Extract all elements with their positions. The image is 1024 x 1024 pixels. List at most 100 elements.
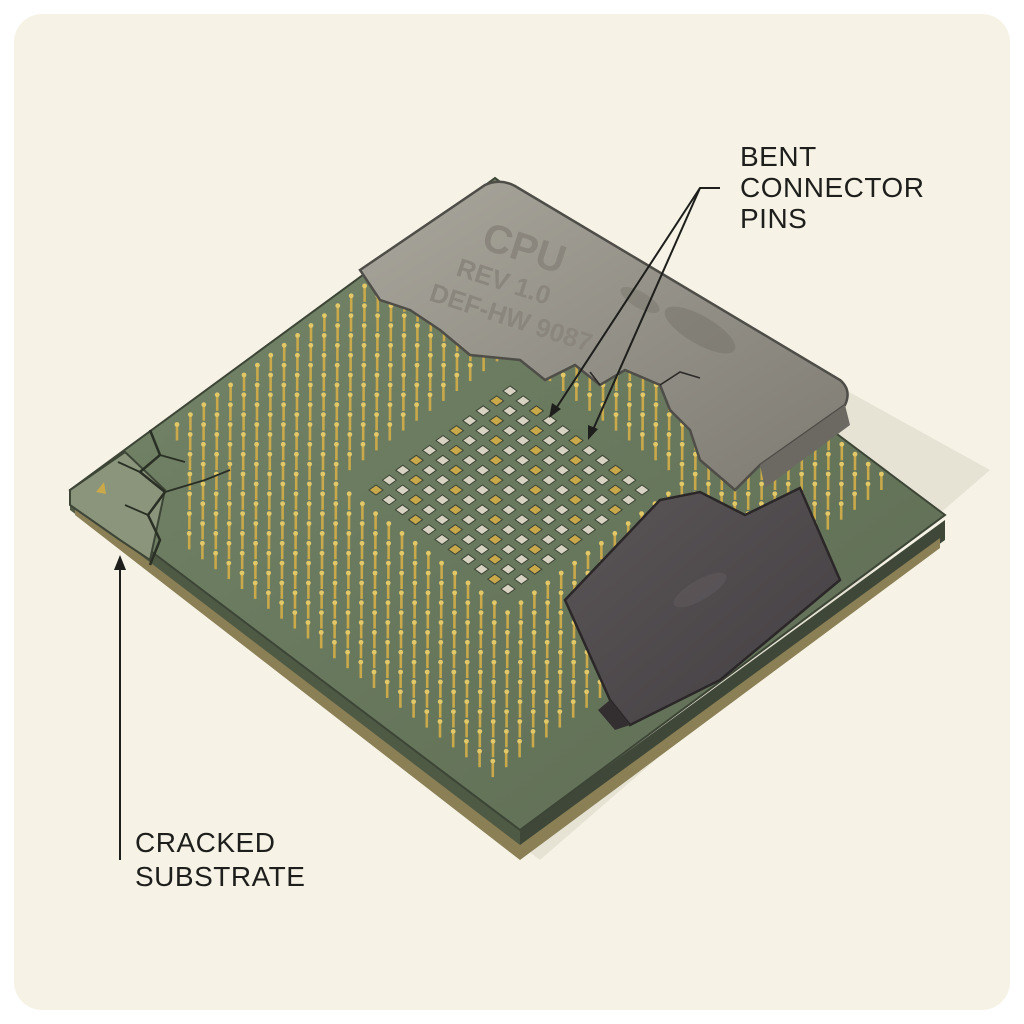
connector-pin-head — [345, 610, 351, 615]
connector-pin-head — [335, 323, 340, 328]
connector-pin-head — [332, 620, 337, 625]
center-pad — [461, 454, 478, 466]
connector-pin-head — [441, 362, 446, 368]
connector-pin-head — [187, 491, 193, 497]
center-pad — [541, 474, 557, 486]
connector-pin-head — [241, 392, 247, 398]
center-pad — [475, 424, 491, 437]
connector-pin-head — [478, 649, 483, 655]
center-pad — [421, 444, 438, 457]
connector-pin-head — [570, 699, 576, 705]
connector-pin-head — [372, 610, 377, 615]
connector-pin-head — [865, 481, 871, 487]
connector-pin-head — [174, 422, 180, 427]
connector-pin-head — [254, 382, 260, 388]
connector-pin-head — [266, 590, 271, 596]
connector-pin-head — [281, 362, 287, 368]
center-pad — [474, 504, 491, 516]
connector-pin-head — [307, 402, 313, 408]
center-pad — [567, 474, 584, 486]
center-pad — [526, 563, 543, 575]
connector-pin-head — [375, 333, 380, 338]
center-pad — [501, 405, 518, 417]
center-pad — [474, 523, 490, 536]
connector-pin-head — [321, 352, 327, 358]
connector-pin-head — [187, 432, 193, 437]
center-pad — [473, 543, 490, 556]
connector-pin-head — [398, 689, 403, 695]
connector-pin-head — [639, 511, 644, 516]
connector-pin-head — [825, 471, 831, 477]
connector-pin-head — [438, 639, 444, 645]
connector-pin-head — [411, 659, 417, 665]
connector-pin-head — [241, 372, 247, 378]
connector-pin-head — [295, 352, 300, 358]
connector-pin-head — [517, 679, 523, 685]
center-pad — [488, 454, 504, 466]
connector-pin-head — [292, 590, 298, 596]
connector-pin-head — [401, 352, 407, 358]
connector-pin-head — [332, 560, 338, 566]
center-pad — [421, 484, 438, 496]
connector-pin-head — [200, 540, 205, 546]
connector-pin-head — [452, 570, 458, 576]
connector-pin-head — [279, 560, 285, 566]
connector-pin-head — [825, 511, 831, 516]
connector-pin-head — [398, 649, 404, 655]
connector-pin-head — [280, 441, 286, 447]
connector-pin-head — [281, 422, 286, 427]
connector-pin-head — [518, 620, 524, 625]
connector-pin-head — [812, 461, 818, 467]
connector-pin-head — [464, 699, 470, 705]
connector-pin-head — [387, 382, 393, 388]
connector-pin-head — [398, 610, 404, 615]
connector-pin-head — [187, 511, 192, 516]
connector-pin-head — [424, 689, 430, 695]
connector-pin-head — [320, 511, 325, 516]
connector-pin-head — [267, 451, 273, 457]
connector-pin-head — [333, 501, 339, 507]
connector-pin-head — [333, 540, 338, 546]
connector-pin-head — [346, 570, 351, 576]
center-pad — [460, 514, 477, 526]
connector-pin-head — [201, 402, 207, 408]
connector-pin-head — [415, 323, 420, 328]
center-pad — [541, 434, 558, 447]
center-pad — [540, 494, 557, 506]
connector-pin-head — [266, 550, 272, 556]
connector-pin-head — [268, 392, 273, 398]
connector-pin-head — [400, 412, 406, 417]
connector-pin-head — [545, 620, 550, 625]
connector-pin-head — [544, 719, 549, 724]
center-pad — [407, 494, 424, 506]
connector-pin-head — [306, 580, 311, 586]
connector-pin-head — [504, 649, 510, 655]
connector-pin-head — [465, 620, 470, 625]
center-pad — [607, 464, 624, 476]
connector-pin-head — [491, 679, 496, 685]
connector-pin-head — [384, 679, 390, 685]
connector-pin-head — [412, 600, 417, 606]
connector-pin-head — [517, 738, 522, 744]
connector-pin-head — [255, 362, 260, 368]
connector-pin-head — [491, 699, 496, 705]
center-pad — [487, 553, 503, 565]
connector-pin-head — [346, 550, 351, 556]
connector-pin-head — [772, 491, 778, 497]
connector-pin-head — [599, 540, 604, 546]
connector-pin-head — [558, 610, 564, 615]
connector-pin-head — [241, 412, 247, 417]
connector-pin-head — [438, 659, 443, 665]
connector-pin-head — [359, 540, 365, 546]
connector-pin-head — [347, 451, 352, 457]
connector-pin-head — [293, 550, 298, 556]
connector-pin-head — [374, 412, 379, 417]
connector-pin-head — [320, 432, 326, 437]
center-pad — [487, 533, 504, 546]
connector-pin-head — [214, 412, 220, 417]
center-pad — [567, 514, 584, 526]
center-pad — [421, 504, 437, 516]
connector-pin-head — [465, 639, 470, 645]
connector-pin-head — [531, 649, 537, 655]
connector-pin-head — [346, 491, 352, 497]
